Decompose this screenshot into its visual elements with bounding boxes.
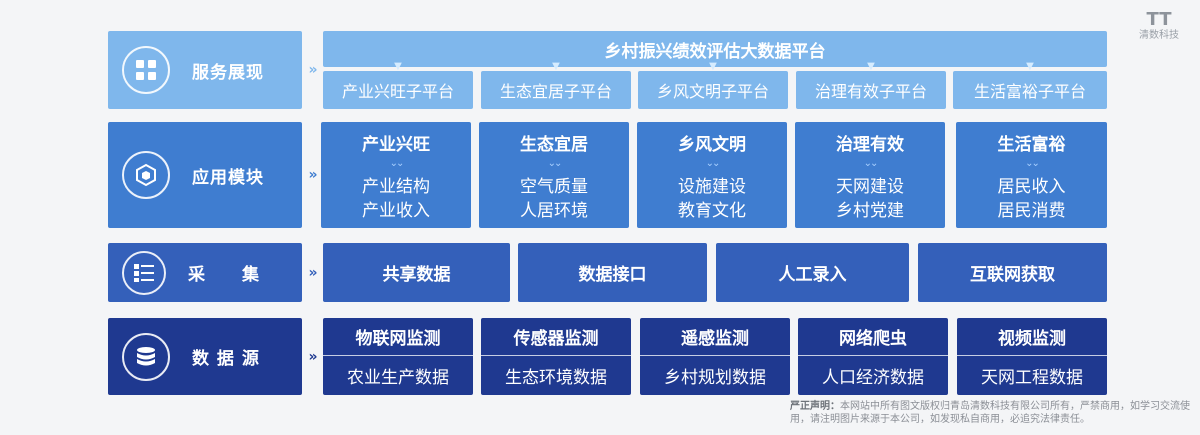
logo-mark: TT [1146, 9, 1172, 30]
source-card: 遥感监测 乡村规划数据 [640, 318, 790, 395]
source-data: 天网工程数据 [981, 367, 1083, 388]
collect-method: 共享数据 [323, 243, 510, 302]
source-card: 视频监测 天网工程数据 [957, 318, 1107, 395]
copyright-notice: 严正声明：本网站中所有图文版权归青岛清数科技有限公司所有，严禁商用，如学习交流使… [790, 400, 1190, 426]
collect-method: 人工录入 [716, 243, 909, 302]
chevron-right-icon: » [308, 62, 318, 78]
module-card: 治理有效 ⌄⌄ 天网建设 乡村党建 [795, 122, 945, 228]
module-line: 空气质量 [520, 176, 588, 197]
module-card: 生活富裕 ⌄⌄ 居民收入 居民消费 [956, 122, 1107, 228]
chevron-down-icon: ▼ [709, 61, 717, 72]
chevron-down-icon: ▼ [1026, 61, 1034, 72]
chevron-right-icon: » [308, 264, 318, 281]
module-line: 教育文化 [678, 200, 746, 221]
module-card: 产业兴旺 ⌄⌄ 产业结构 产业收入 [321, 122, 471, 228]
source-card: 物联网监测 农业生产数据 [323, 318, 473, 395]
double-chevron-down-icon: ⌄⌄ [389, 157, 405, 169]
module-line: 乡村党建 [836, 200, 904, 221]
category-source: 数 据 源 [108, 318, 302, 395]
chevron-down-icon: ▼ [867, 61, 875, 72]
source-data: 人口经济数据 [822, 367, 924, 388]
chevron-down-icon: ▼ [394, 61, 402, 72]
database-icon [122, 332, 170, 381]
source-card: 网络爬虫 人口经济数据 [798, 318, 948, 395]
category-collect: 采 集 [108, 243, 302, 302]
module-line: 产业结构 [362, 176, 430, 197]
source-title: 遥感监测 [640, 319, 790, 356]
company-logo: TT 清数科技 [1132, 10, 1186, 42]
sub-platform: 乡风文明子平台 [638, 71, 788, 109]
source-title: 网络爬虫 [798, 319, 948, 356]
module-title: 乡风文明 [678, 134, 746, 155]
sub-platform: 治理有效子平台 [796, 71, 946, 109]
source-data: 生态环境数据 [505, 367, 607, 388]
double-chevron-down-icon: ⌄⌄ [547, 157, 563, 169]
list-icon [122, 250, 166, 295]
module-line: 天网建设 [836, 176, 904, 197]
module-title: 治理有效 [836, 134, 904, 155]
double-chevron-down-icon: ⌄⌄ [705, 157, 721, 169]
module-line: 设施建设 [678, 176, 746, 197]
chevron-right-icon: » [308, 167, 318, 183]
double-chevron-down-icon: ⌄⌄ [1025, 157, 1040, 169]
source-title: 传感器监测 [481, 319, 631, 356]
module-title: 生活富裕 [997, 134, 1066, 155]
sub-platform: 生活富裕子平台 [953, 71, 1107, 109]
chevron-right-icon: » [308, 348, 318, 365]
module-line: 居民消费 [997, 200, 1066, 221]
notice-head: 严正声明： [790, 401, 840, 412]
category-label: 服务展现 [192, 62, 264, 83]
category-app: 应用模块 [108, 122, 302, 228]
source-card: 传感器监测 生态环境数据 [481, 318, 631, 395]
category-label: 数 据 源 [192, 349, 260, 369]
module-title: 生态宜居 [520, 134, 588, 155]
module-card: 生态宜居 ⌄⌄ 空气质量 人居环境 [479, 122, 629, 228]
grid-icon [122, 46, 170, 94]
double-chevron-down-icon: ⌄⌄ [863, 157, 879, 169]
module-line: 产业收入 [362, 200, 430, 221]
notice-text: 本网站中所有图文版权归青岛清数科技有限公司所有，严禁商用，如学习交流使用，请注明… [790, 401, 1190, 425]
source-title: 视频监测 [957, 319, 1107, 356]
module-line: 人居环境 [520, 200, 588, 221]
module-line: 居民收入 [997, 176, 1066, 197]
category-service: 服务展现 [108, 31, 302, 109]
collect-method: 互联网获取 [918, 243, 1107, 302]
logo-name: 清数科技 [1139, 30, 1179, 41]
category-label: 采 集 [188, 265, 260, 285]
category-label: 应用模块 [192, 167, 264, 188]
source-title: 物联网监测 [323, 319, 473, 356]
module-title: 产业兴旺 [362, 134, 430, 155]
chevron-down-icon: ▼ [552, 61, 560, 72]
source-data: 农业生产数据 [347, 367, 449, 388]
sub-platform: 生态宜居子平台 [481, 71, 631, 109]
sub-platform: 产业兴旺子平台 [323, 71, 473, 109]
module-card: 乡风文明 ⌄⌄ 设施建设 教育文化 [637, 122, 787, 228]
cube-icon [122, 151, 170, 199]
source-data: 乡村规划数据 [664, 367, 766, 388]
platform-title: 乡村振兴绩效评估大数据平台 [323, 31, 1107, 67]
collect-method: 数据接口 [518, 243, 707, 302]
